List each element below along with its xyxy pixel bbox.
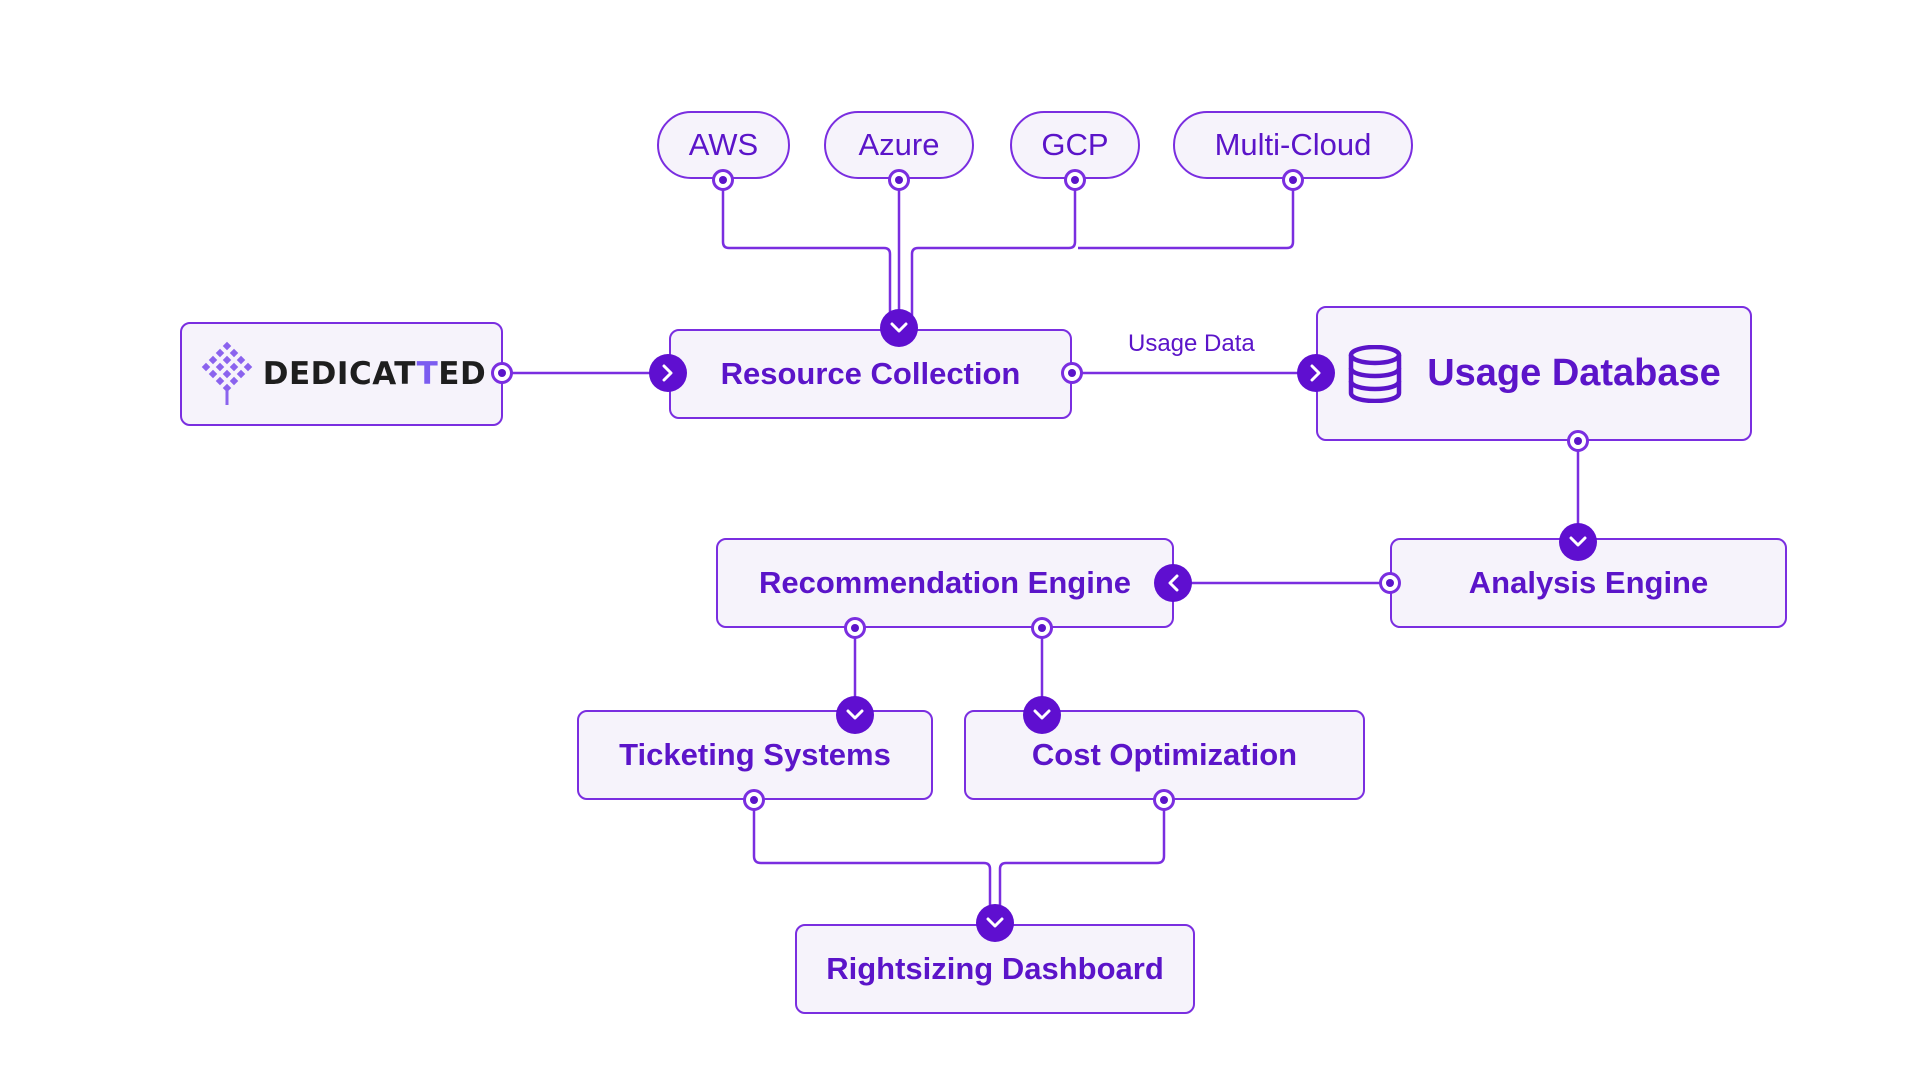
port-usage-database-out[interactable] bbox=[1567, 430, 1589, 452]
chevron-right-icon bbox=[1310, 364, 1321, 382]
input-analysis-engine[interactable] bbox=[1559, 523, 1597, 561]
database-icon bbox=[1348, 344, 1402, 403]
chevron-down-icon bbox=[1569, 536, 1587, 547]
node-cost-optimization-label: Cost Optimization bbox=[1031, 737, 1298, 772]
port-cost-optimization-out[interactable] bbox=[1153, 789, 1175, 811]
logo-text-main: DEDICAT bbox=[262, 356, 417, 392]
logo-text-accent: T bbox=[416, 356, 439, 392]
node-rightsizing-dashboard-label: Rightsizing Dashboard bbox=[826, 951, 1164, 986]
node-analysis-engine-label: Analysis Engine bbox=[1468, 565, 1709, 600]
port-analysis-engine-out[interactable] bbox=[1379, 572, 1401, 594]
node-ticketing-systems-label: Ticketing Systems bbox=[619, 737, 891, 772]
logo-box[interactable]: DEDICATTED bbox=[180, 322, 503, 426]
source-multi-cloud-label: Multi-Cloud bbox=[1214, 127, 1372, 162]
node-usage-database[interactable]: Usage Database bbox=[1316, 306, 1752, 441]
chevron-down-icon bbox=[986, 917, 1004, 928]
port-ticketing-out[interactable] bbox=[743, 789, 765, 811]
input-recommendation-engine[interactable] bbox=[1154, 564, 1192, 602]
node-recommendation-engine-label: Recommendation Engine bbox=[758, 565, 1132, 600]
node-resource-collection[interactable]: Resource Collection bbox=[669, 329, 1072, 419]
input-cost-optimization[interactable] bbox=[1023, 696, 1061, 734]
port-multi-cloud-out[interactable] bbox=[1282, 169, 1304, 191]
source-aws[interactable]: AWS bbox=[657, 111, 790, 179]
input-rightsizing-dashboard[interactable] bbox=[976, 904, 1014, 942]
node-rightsizing-dashboard[interactable]: Rightsizing Dashboard bbox=[795, 924, 1195, 1014]
port-logo-out[interactable] bbox=[491, 362, 513, 384]
wire-ticketing-to-dashboard bbox=[752, 800, 992, 923]
wire-cost-to-dashboard bbox=[998, 800, 1166, 923]
node-resource-collection-label: Resource Collection bbox=[720, 356, 1021, 391]
chevron-down-icon bbox=[1033, 709, 1051, 720]
input-resource-collection-top[interactable] bbox=[880, 309, 918, 347]
port-gcp-out[interactable] bbox=[1064, 169, 1086, 191]
input-resource-collection-left[interactable] bbox=[649, 354, 687, 392]
node-ticketing-systems[interactable]: Ticketing Systems bbox=[577, 710, 933, 800]
input-usage-database[interactable] bbox=[1297, 354, 1335, 392]
port-aws-out[interactable] bbox=[712, 169, 734, 191]
source-aws-label: AWS bbox=[688, 127, 759, 162]
source-azure-label: Azure bbox=[858, 127, 940, 162]
port-resource-collection-out[interactable] bbox=[1061, 362, 1083, 384]
chevron-right-icon bbox=[662, 364, 673, 382]
chevron-down-icon bbox=[890, 322, 908, 333]
logo-text-end: ED bbox=[438, 356, 487, 392]
node-analysis-engine[interactable]: Analysis Engine bbox=[1390, 538, 1787, 628]
port-azure-out[interactable] bbox=[888, 169, 910, 191]
source-gcp-label: GCP bbox=[1041, 127, 1109, 162]
node-recommendation-engine[interactable]: Recommendation Engine bbox=[716, 538, 1174, 628]
chevron-down-icon bbox=[846, 709, 864, 720]
chevron-left-icon bbox=[1168, 574, 1179, 592]
logo-wordmark: DEDICATTED bbox=[263, 356, 486, 392]
node-usage-database-label: Usage Database bbox=[1427, 352, 1721, 394]
wire-aws bbox=[721, 180, 892, 330]
port-recommendation-out-left[interactable] bbox=[844, 617, 866, 639]
edge-label-usage-data: Usage Data bbox=[1128, 330, 1255, 357]
input-ticketing-systems[interactable] bbox=[836, 696, 874, 734]
tree-logo-icon bbox=[201, 341, 253, 405]
port-recommendation-out-right[interactable] bbox=[1031, 617, 1053, 639]
wire-gcp bbox=[910, 180, 1077, 330]
wire-multicloud bbox=[1078, 180, 1295, 250]
